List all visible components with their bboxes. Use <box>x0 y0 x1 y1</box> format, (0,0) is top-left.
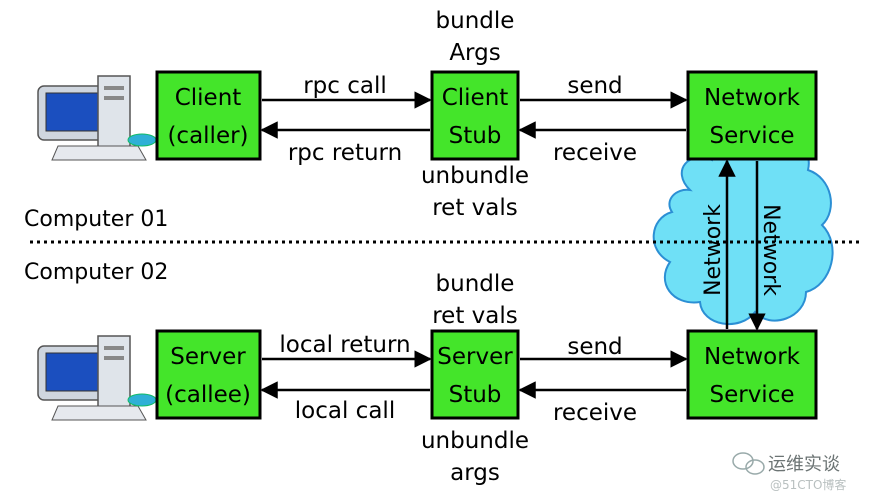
unbundle-args-line2: args <box>450 460 500 486</box>
client-stub-line1: Client <box>442 85 509 111</box>
local-return-label: local return <box>279 332 410 358</box>
computer-icon <box>37 335 157 421</box>
computer-icon <box>37 75 157 161</box>
network-service-bottom-line1: Network <box>704 344 801 370</box>
network-cloud <box>652 136 834 326</box>
rpc-return-label: rpc return <box>288 140 402 166</box>
client-stub-box <box>430 70 520 161</box>
network-up-label: Network <box>701 204 726 296</box>
client-box-line1: Client <box>175 85 242 111</box>
watermark-name: 运维实谈 <box>768 454 840 475</box>
receive-top-label: receive <box>553 140 637 166</box>
computer-02-label: Computer 02 <box>24 260 168 285</box>
bundle-ret-vals-line2: ret vals <box>432 303 518 329</box>
client-box-line2: (caller) <box>167 123 248 149</box>
network-service-top-line1: Network <box>704 85 801 111</box>
watermark-source: @51CTO博客 <box>770 477 846 492</box>
unbundle-ret-vals-line1: unbundle <box>421 163 529 189</box>
receive-bottom-label: receive <box>553 400 637 426</box>
unbundle-ret-vals-line2: ret vals <box>432 195 518 221</box>
server-stub-line2: Stub <box>449 382 502 408</box>
client-stub-line2: Stub <box>449 123 502 149</box>
bundle-args-line1: bundle <box>436 8 515 34</box>
network-service-bottom-line2: Service <box>709 382 794 408</box>
send-bottom-label: send <box>567 334 622 360</box>
bundle-args-line2: Args <box>449 40 500 66</box>
network-down-label: Network <box>758 204 783 296</box>
wechat-icon <box>732 452 765 475</box>
unbundle-args-line1: unbundle <box>421 428 529 454</box>
bundle-ret-vals-line1: bundle <box>436 271 515 297</box>
client-box <box>155 70 262 161</box>
server-stub-box <box>430 329 520 420</box>
network-service-top-line2: Service <box>709 123 794 149</box>
local-call-label: local call <box>295 398 395 424</box>
server-stub-line1: Server <box>437 344 513 370</box>
server-box-line1: Server <box>170 344 246 370</box>
network-service-bottom-box <box>686 329 818 420</box>
send-top-label: send <box>567 73 622 99</box>
server-box-line2: (callee) <box>165 382 251 408</box>
computer-01-label: Computer 01 <box>24 207 168 232</box>
server-box <box>155 329 262 420</box>
network-service-top-box <box>686 70 818 161</box>
rpc-call-label: rpc call <box>303 73 387 99</box>
